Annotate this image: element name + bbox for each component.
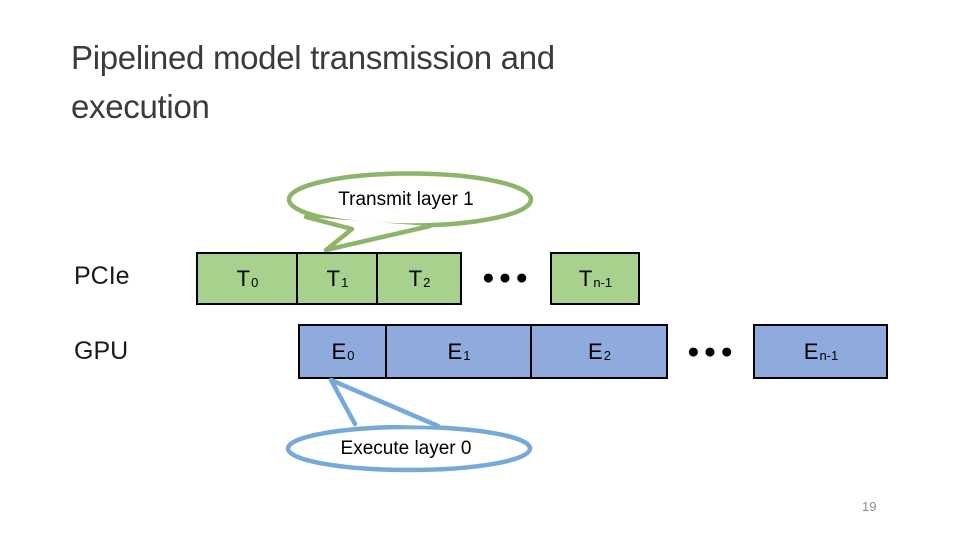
transmit-box-t0-label: T (236, 265, 251, 291)
transmit-callout-tail (303, 214, 433, 253)
execute-box-en-1-label: E (803, 338, 819, 364)
gpu-ellipsis-icon: ●●● (686, 340, 738, 363)
gpu-row-label: GPU (74, 337, 129, 365)
transmit-callout-label: Transmit layer 1 (338, 189, 474, 210)
page-number: 19 (862, 499, 877, 514)
execute-callout-tail (328, 377, 441, 429)
transmit-box-tn-1-label: T (578, 265, 593, 291)
execute-callout-label: Execute layer 0 (340, 438, 472, 459)
execute-box-e0-label: E (331, 338, 347, 364)
slide-title-line1: Pipelined model transmission and (71, 39, 555, 76)
execute-box-e1-label: E (447, 338, 463, 364)
transmit-box-t2-label: T (408, 265, 423, 291)
transmit-callout-balloon (286, 171, 534, 253)
slide-title: Pipelined model transmission and executi… (71, 33, 831, 131)
transmit-box-t1-label: T (326, 265, 341, 291)
execute-box-e2-label: E (588, 338, 603, 364)
pcie-ellipsis-icon: ●●● (481, 266, 533, 289)
pcie-row-label: PCIe (74, 262, 130, 290)
slide-title-line2: execution (71, 88, 210, 125)
